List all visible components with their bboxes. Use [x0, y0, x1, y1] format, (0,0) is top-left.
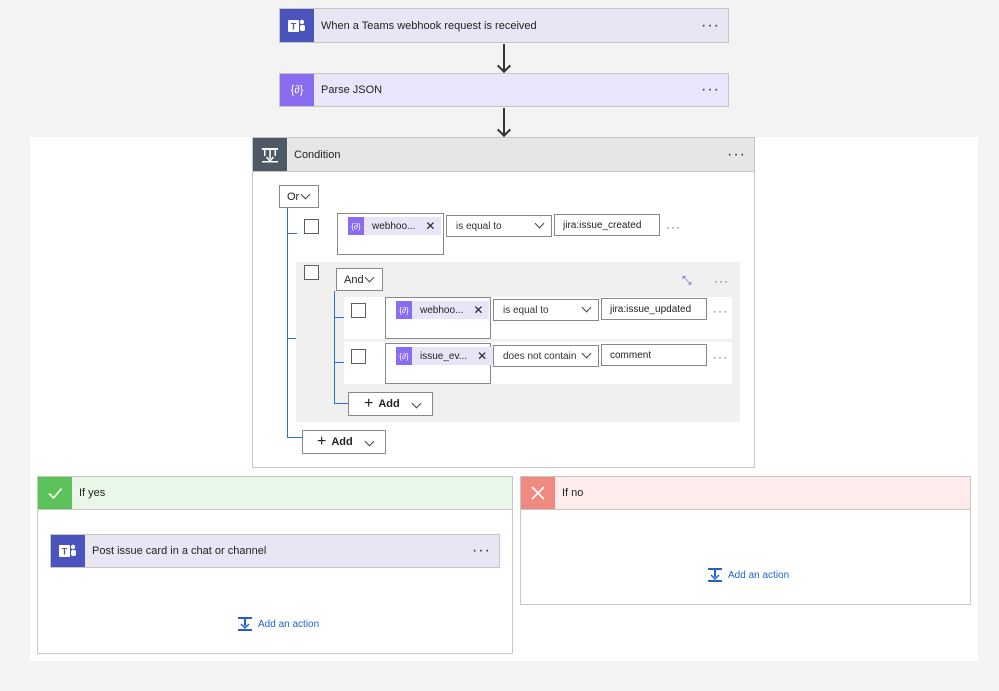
- chevron-down-icon: [411, 398, 422, 409]
- tree-line: [287, 338, 297, 339]
- checkmark-icon: [38, 477, 72, 509]
- chevron-down-icon: [534, 218, 545, 229]
- trigger-title: When a Teams webhook request is received: [321, 19, 537, 32]
- if-no-header: If no: [520, 476, 971, 510]
- condition-header[interactable]: Condition ···: [252, 137, 755, 172]
- tree-line: [334, 291, 335, 404]
- if-yes-header: If yes: [37, 476, 513, 510]
- row2-checkbox[interactable]: [351, 303, 366, 318]
- row1-operator-dropdown[interactable]: is equal to: [446, 215, 552, 237]
- remove-token-icon[interactable]: ✕: [425, 219, 436, 233]
- add-outer-row-button[interactable]: + Add: [302, 430, 386, 454]
- add-action-icon: [708, 568, 722, 582]
- remove-token-icon[interactable]: ✕: [473, 303, 484, 317]
- if-no-title: If no: [562, 487, 584, 499]
- row1-compare-input[interactable]: jira:issue_created: [554, 214, 660, 236]
- arrowhead-icon: [496, 58, 512, 74]
- if-no-add-action-button[interactable]: Add an action: [707, 567, 789, 583]
- row2-menu-button[interactable]: ···: [713, 304, 728, 318]
- collapse-icon[interactable]: ⤡: [682, 273, 692, 287]
- row2-operator-dropdown[interactable]: is equal to: [493, 299, 599, 321]
- arrowhead-icon: [496, 122, 512, 138]
- inner-operator-dropdown[interactable]: And: [336, 268, 383, 291]
- row2-compare-input[interactable]: jira:issue_updated: [601, 298, 707, 320]
- condition-title: Condition: [294, 148, 341, 161]
- expression-icon: {∂}: [396, 301, 412, 319]
- tree-line: [334, 362, 344, 363]
- row1-checkbox[interactable]: [304, 219, 319, 234]
- chevron-down-icon: [364, 272, 375, 283]
- add-inner-row-button[interactable]: + Add: [348, 392, 433, 416]
- teams-icon: T: [51, 535, 85, 567]
- chevron-down-icon: [581, 302, 592, 313]
- chevron-down-icon: [300, 189, 311, 200]
- row3-checkbox[interactable]: [351, 349, 366, 364]
- remove-token-icon[interactable]: ✕: [477, 349, 488, 363]
- tree-line: [287, 437, 302, 438]
- chevron-down-icon: [364, 436, 375, 447]
- row1-value-field[interactable]: {∂} webhoo... ✕: [337, 213, 444, 255]
- plus-icon: +: [317, 433, 327, 450]
- trigger-card[interactable]: T When a Teams webhook request is receiv…: [279, 8, 729, 43]
- parse-json-card[interactable]: {∂} Parse JSON ···: [279, 73, 729, 107]
- tree-line: [334, 403, 348, 404]
- condition-menu-button[interactable]: ···: [727, 145, 746, 163]
- expression-icon: {∂}: [348, 217, 364, 235]
- row3-value-field[interactable]: {∂} issue_ev... ✕: [385, 343, 494, 384]
- row2-dynamic-token[interactable]: {∂} webhoo... ✕: [396, 301, 490, 319]
- tree-line: [287, 233, 297, 234]
- row2-value-field[interactable]: {∂} webhoo... ✕: [385, 297, 491, 339]
- post-card-action[interactable]: T Post issue card in a chat or channel ·…: [50, 534, 500, 568]
- trigger-menu-button[interactable]: ···: [701, 16, 720, 34]
- row3-dynamic-token[interactable]: {∂} issue_ev... ✕: [396, 347, 494, 365]
- parse-json-menu-button[interactable]: ···: [701, 81, 720, 98]
- svg-text:T: T: [291, 21, 297, 31]
- if-yes-add-action-button[interactable]: Add an action: [237, 616, 319, 632]
- row3-menu-button[interactable]: ···: [713, 350, 728, 364]
- tree-line: [334, 317, 344, 318]
- post-card-menu-button[interactable]: ···: [472, 542, 491, 559]
- and-group-checkbox[interactable]: [304, 265, 319, 280]
- add-action-icon: [238, 617, 252, 631]
- close-icon: [521, 477, 555, 509]
- expression-icon: {∂}: [396, 347, 412, 365]
- parse-json-title: Parse JSON: [321, 84, 383, 96]
- tree-line: [287, 208, 288, 438]
- if-yes-title: If yes: [79, 487, 106, 499]
- group-operator-label: Or: [287, 190, 300, 203]
- row3-compare-input[interactable]: comment: [601, 344, 707, 366]
- condition-icon: [253, 138, 287, 171]
- svg-text:T: T: [62, 547, 68, 557]
- post-card-title: Post issue card in a chat or channel: [92, 545, 267, 557]
- inner-operator-label: And: [344, 273, 364, 286]
- group-operator-dropdown[interactable]: Or: [279, 185, 319, 208]
- row1-menu-button[interactable]: ···: [666, 220, 681, 234]
- parse-json-icon: {∂}: [280, 74, 314, 106]
- row1-dynamic-token[interactable]: {∂} webhoo... ✕: [348, 217, 442, 235]
- plus-icon: +: [364, 395, 374, 412]
- chevron-down-icon: [581, 348, 592, 359]
- row3-operator-dropdown[interactable]: does not contain: [493, 345, 599, 367]
- teams-icon: T: [280, 9, 314, 42]
- connector-arrow: [503, 108, 505, 135]
- connector-arrow: [503, 44, 505, 71]
- and-group-menu-button[interactable]: ···: [714, 274, 729, 288]
